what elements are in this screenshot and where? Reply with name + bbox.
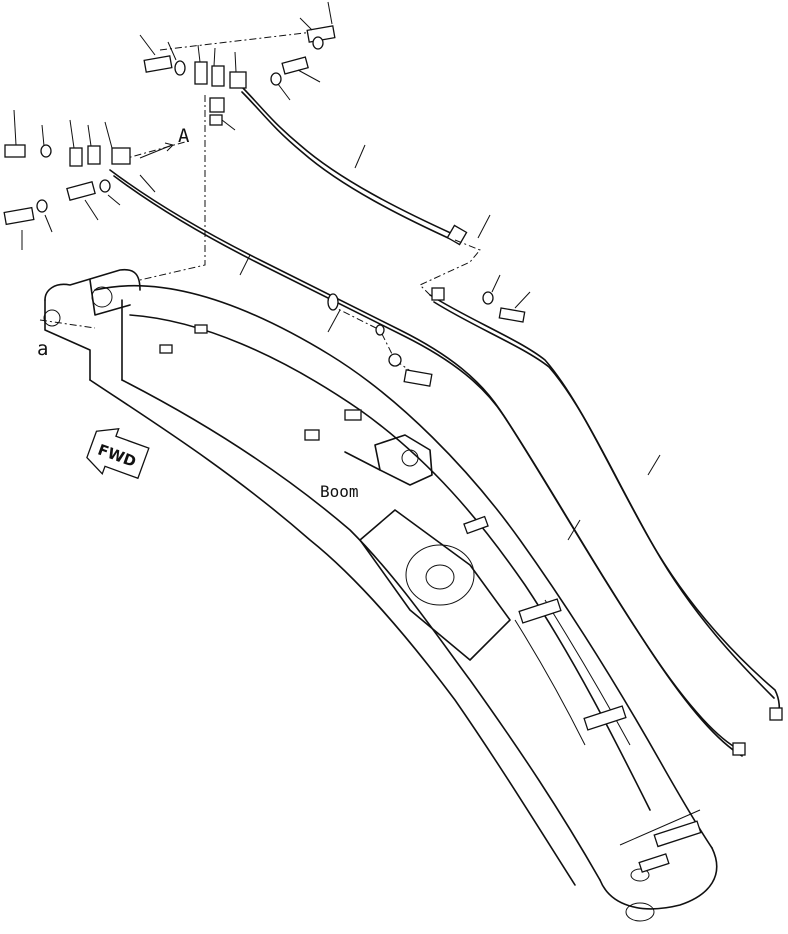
ref-a-upper: A — [178, 125, 190, 147]
washer-left-1 — [40, 144, 52, 158]
clamp-4 — [638, 853, 670, 873]
pipe-start-fitting-right — [431, 287, 445, 301]
boom-clamps — [159, 324, 702, 873]
arm-cylinder-bracket-hub — [425, 564, 455, 590]
washer-right-3 — [375, 324, 385, 336]
bolt-left-3 — [66, 181, 96, 201]
ref-a-lower: a — [37, 338, 48, 360]
block-top-1 — [229, 71, 247, 89]
hardware-left-cluster — [3, 109, 174, 250]
bolt-top-3 — [281, 56, 309, 75]
clamp-2 — [583, 705, 627, 731]
boom-body — [43, 268, 718, 922]
bolt-left-2 — [3, 206, 35, 226]
clamp-6 — [344, 409, 362, 421]
washer-top-2 — [312, 36, 324, 50]
washer-left-3 — [99, 179, 111, 193]
washer-top-1 — [174, 60, 186, 76]
boom-head-boss — [630, 868, 650, 882]
pipe-joint-fitting — [327, 293, 339, 311]
clamp-1 — [518, 598, 562, 624]
clamp-top-3 — [209, 97, 225, 113]
clamp-top-1 — [194, 61, 208, 85]
clamp-9 — [194, 324, 208, 334]
bolt-right-2 — [403, 369, 433, 387]
washer-top-3 — [270, 72, 282, 86]
pipe-end-fitting-upper — [446, 224, 468, 246]
clamp-5 — [463, 515, 489, 535]
washer-left-2 — [36, 199, 48, 213]
pipe-end-fitting-mid — [732, 742, 746, 756]
pipe-runs — [109, 84, 783, 757]
boom-label: Boom — [320, 482, 359, 501]
clamp-top-2 — [211, 65, 225, 87]
boom-head-pin-hole — [625, 902, 655, 922]
fwd-direction-arrow: FWD — [86, 427, 150, 480]
clamp-top-4 — [209, 114, 223, 126]
assembly-leaders — [39, 29, 481, 379]
bolt-left-1 — [4, 144, 26, 158]
clamp-7 — [304, 429, 320, 441]
pipe-callouts — [239, 144, 661, 541]
block-left-1 — [111, 147, 131, 165]
clamp-8 — [159, 344, 173, 354]
bolt-top-1 — [143, 55, 173, 73]
boom-foot-pin-hole-left — [43, 309, 61, 327]
pipe-end-fitting-right — [769, 707, 783, 721]
clamp-left-1 — [69, 147, 83, 167]
center-pivot-hole — [401, 449, 419, 467]
hardware-right-clusters — [327, 274, 531, 387]
arm-cylinder-bracket-disc — [405, 544, 475, 606]
bolt-right-1 — [498, 307, 526, 323]
hardware-top-cluster — [139, 1, 336, 131]
clamp-3 — [653, 820, 702, 848]
washer-right-2 — [388, 353, 402, 367]
clamp-left-2 — [87, 145, 101, 165]
washer-right-1 — [482, 291, 494, 305]
boom-foot-pin-hole — [91, 286, 113, 308]
